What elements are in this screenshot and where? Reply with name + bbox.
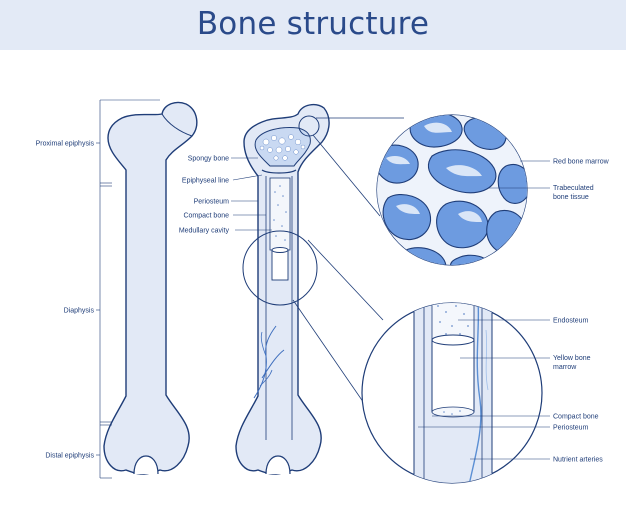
label-distal-epiphysis: Distal epiphysis [45,453,94,460]
label-periosteum: Periosteum [194,199,230,206]
shaft-zoom [361,302,543,484]
middle-bone [235,103,330,475]
label-medullary-cavity: Medullary cavity [179,228,230,235]
label-yellow-marrow-line2: marrow [553,364,577,371]
label-proximal-epiphysis: Proximal epiphysis [36,141,95,148]
right-leaders [418,160,550,460]
label-endosteum: Endosteum [553,318,589,325]
label-spongy-bone: Spongy bone [188,156,229,163]
label-trabeculated-line1: Trabeculated [553,185,594,192]
label-nutrient-arteries: Nutrient arteries [553,457,603,464]
trabecular-zoom [376,114,528,266]
title-banner: Bone structure [0,0,626,50]
label-diaphysis: Diaphysis [64,308,95,315]
label-red-bone-marrow: Red bone marrow [553,159,610,166]
left-bone [103,101,198,475]
label-epiphyseal-line: Epiphyseal line [182,178,229,185]
label-trabeculated-line2: bone tissue [553,194,589,201]
label-periosteum-right: Periosteum [553,425,589,432]
label-compact-bone-right: Compact bone [553,414,599,421]
page-title: Bone structure [196,6,430,42]
middle-leaders [231,157,272,231]
region-brackets [96,99,160,479]
label-yellow-marrow-line1: Yellow bone [553,355,591,362]
label-compact-bone: Compact bone [183,213,229,220]
